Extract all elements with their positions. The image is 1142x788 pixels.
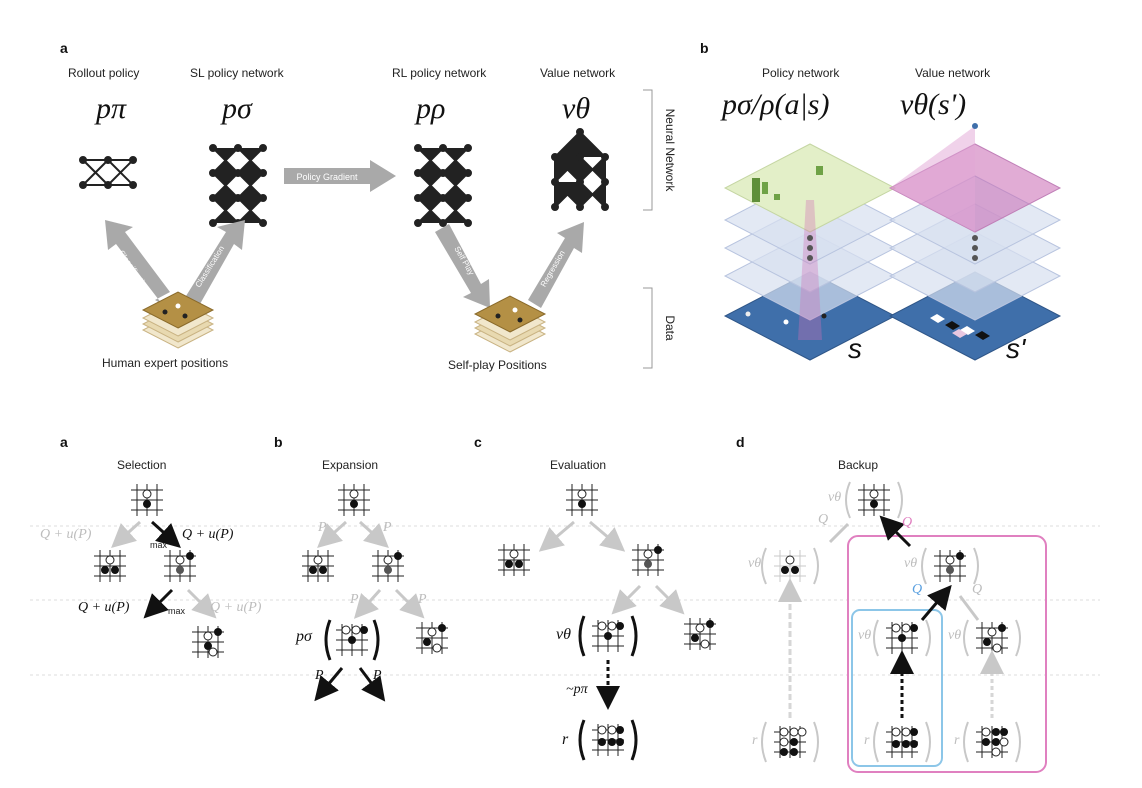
data-label: Data xyxy=(663,315,677,341)
policy-stack xyxy=(723,143,897,361)
exp-p2: P xyxy=(383,520,392,535)
sl-network-icon xyxy=(209,144,267,227)
bk-q-pink: Q xyxy=(902,515,913,530)
s-prime-label: s' xyxy=(1006,333,1027,364)
value-network-b-label: Value network xyxy=(915,66,991,80)
rollout-network-icon xyxy=(79,156,137,189)
value-formula: vθ(s') xyxy=(900,88,967,121)
value-symbol: vθ xyxy=(562,92,591,125)
sl-symbol: pσ xyxy=(222,92,252,125)
policy-gradient-arrow: Policy Gradient xyxy=(284,160,396,192)
panel-a-diagram: Policy Gradient Classification Classific… xyxy=(79,89,677,369)
value-network-icon xyxy=(551,128,609,211)
sel-max1: max xyxy=(150,540,168,550)
evaluation-tree xyxy=(497,483,717,761)
bk-v1: vθ xyxy=(828,490,842,505)
bottom-d-letter: d xyxy=(736,434,745,450)
selfplay-positions-label: Self-play Positions xyxy=(448,358,547,372)
bk-q-top: Q xyxy=(818,512,829,527)
selfplay-board-stack xyxy=(473,295,547,353)
bk-r2: r xyxy=(864,733,870,748)
exp-p3: P xyxy=(350,592,359,607)
bottom-c-letter: c xyxy=(474,434,482,450)
human-board-stack xyxy=(141,291,215,349)
mcts-diagram xyxy=(30,481,1100,773)
right-bracket xyxy=(643,89,653,369)
backup-blue-box xyxy=(851,609,943,767)
rl-symbol: pρ xyxy=(416,92,446,125)
panel-a-letter: a xyxy=(60,40,68,56)
sel-qu-left2: Q + u(P) xyxy=(78,600,130,615)
rollout-symbol: pπ xyxy=(96,92,127,125)
policy-network-label: Policy network xyxy=(762,66,840,80)
sel-qu-right: Q + u(P) xyxy=(182,527,234,542)
policy-gradient-text: Policy Gradient xyxy=(296,172,358,182)
bk-r1: r xyxy=(752,733,758,748)
human-positions-label: Human expert positions xyxy=(102,356,229,370)
bk-q-right: Q xyxy=(972,582,983,597)
neural-network-label: Neural Network xyxy=(663,109,677,193)
classification-right-arrow: Classification xyxy=(186,220,245,304)
bottom-a-letter: a xyxy=(60,434,68,450)
value-stack xyxy=(888,123,1062,361)
bk-v3: vθ xyxy=(904,556,918,571)
rl-policy-label: RL policy network xyxy=(392,66,487,80)
sl-policy-label: SL policy network xyxy=(190,66,284,80)
bk-q-blue: Q xyxy=(912,582,923,597)
bk-v5: vθ xyxy=(948,628,962,643)
selection-tree xyxy=(93,483,225,659)
exp-p5: P xyxy=(315,668,324,683)
bk-v2: vθ xyxy=(748,556,762,571)
exp-p4: P xyxy=(418,592,427,607)
expansion-title: Expansion xyxy=(322,458,379,472)
bottom-b-letter: b xyxy=(274,434,283,450)
exp-p1: P xyxy=(318,520,327,535)
rl-network-icon xyxy=(414,144,472,227)
bk-r3: r xyxy=(954,733,960,748)
evaluation-title: Evaluation xyxy=(550,458,607,472)
backup-tree xyxy=(761,481,1047,773)
classification-left-arrow: Classification xyxy=(105,220,170,304)
exp-p6: P xyxy=(373,668,382,683)
backup-title: Backup xyxy=(838,458,879,472)
regression-arrow: Regression xyxy=(528,222,584,308)
exp-p-sigma: pσ xyxy=(296,628,312,645)
selection-title: Selection xyxy=(117,458,167,472)
s-label: s xyxy=(848,333,862,364)
bk-v4: vθ xyxy=(858,628,872,643)
backup-pink-box xyxy=(847,535,1047,773)
eval-r: r xyxy=(562,731,569,748)
expansion-tree xyxy=(301,483,449,702)
self-play-arrow: Self Play xyxy=(435,224,490,308)
eval-v-theta: vθ xyxy=(556,626,571,643)
sel-qu-right2: Q + u(P) xyxy=(210,600,262,615)
eval-rollout: ~pπ xyxy=(566,682,588,697)
value-network-label: Value network xyxy=(540,66,616,80)
sel-qu-left: Q + u(P) xyxy=(40,527,92,542)
panel-b-diagram: s s' xyxy=(723,123,1062,364)
panel-b-letter: b xyxy=(700,40,709,56)
rollout-policy-label: Rollout policy xyxy=(68,66,140,80)
sel-max2: max xyxy=(168,606,186,616)
policy-formula: pσ/ρ(a|s) xyxy=(722,88,830,121)
